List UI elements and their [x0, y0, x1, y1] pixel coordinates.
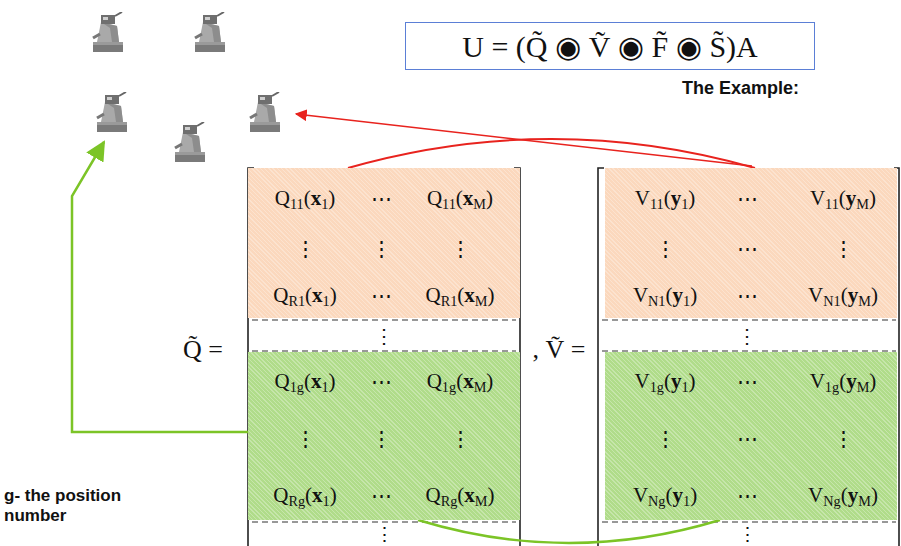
- matrix-entry: ⋯: [371, 285, 392, 308]
- matrix-entry: V1g(yM): [810, 370, 877, 396]
- matrix-entry: ⋯: [737, 428, 758, 451]
- note-text: g- the position number: [4, 486, 134, 525]
- ellipsis: ⋮: [375, 524, 394, 546]
- matrix-block: Q11(x1) ⋯ Q11(xM) ⋮ ⋮ ⋮ QR1(x1) ⋯ QR1(xM): [248, 168, 520, 318]
- matrix-entry: ⋯: [371, 371, 392, 394]
- link-curve: [418, 520, 720, 543]
- matrix-entry: ⋯: [737, 485, 758, 508]
- matrix-entry: ⋯: [371, 188, 392, 211]
- matrix-entry: ⋮: [371, 238, 392, 261]
- ellipsis: ⋮: [738, 524, 757, 546]
- matrix-entry: ⋮: [295, 238, 316, 261]
- matrix-bracket: [248, 168, 899, 546]
- matrix-entry: ⋯: [371, 485, 392, 508]
- matrix-name: , Ṽ =: [533, 335, 586, 365]
- matrix-entry: VN1(yM): [808, 284, 878, 310]
- matrix-name: Q̃ =: [183, 335, 223, 365]
- matrix-entry: ⋮: [450, 238, 471, 261]
- matrix-entry: ⋮: [295, 428, 316, 451]
- matrix-entry: ⋮: [833, 238, 854, 261]
- matrix-entry: QRg(xM): [425, 484, 494, 510]
- matrix-entry: V1g(y1): [634, 370, 695, 396]
- pointer-arrow: [72, 142, 248, 432]
- matrix-entry: ⋮: [371, 428, 392, 451]
- matrix-block: V11(y1) ⋯ V11(yM) ⋮ ⋯ ⋮ VN1(y1) ⋯ VN1(yM): [605, 168, 897, 318]
- link-curve: [348, 139, 755, 168]
- matrix-entry: Q11(xM): [427, 187, 493, 213]
- matrix-entry: QR1(x1): [273, 284, 336, 310]
- ellipsis: ⋮: [374, 325, 394, 348]
- matrix-entry: Q11(x1): [275, 187, 336, 213]
- formula-text: U = (Q̃ ◉ Ṽ ◉ F̃ ◉ S̃)A: [462, 29, 757, 64]
- matrix-entry: ⋮: [655, 428, 676, 451]
- matrix-entry: ⋮: [655, 238, 676, 261]
- robot-icon: [195, 12, 225, 52]
- matrix-entry: ⋮: [450, 428, 471, 451]
- matrix-entry: VN1(y1): [633, 284, 697, 310]
- robot-icon: [250, 92, 280, 132]
- ellipsis: ⋮: [737, 325, 757, 348]
- robot-icon: [97, 92, 127, 132]
- matrix-entry: ⋮: [833, 428, 854, 451]
- robot-icon: [93, 12, 123, 52]
- matrix-entry: QRg(x1): [273, 484, 336, 510]
- matrix-entry: VNg(y1): [633, 484, 697, 510]
- matrix-entry: Q1g(x1): [274, 370, 335, 396]
- matrix-entry: V11(y1): [635, 187, 696, 213]
- matrix-entry: Q1g(xM): [427, 370, 494, 396]
- matrix-entry: VNg(yM): [808, 484, 878, 510]
- matrix-entry: V11(yM): [810, 187, 876, 213]
- matrix-entry: QR1(xM): [425, 284, 494, 310]
- matrix-entry: ⋯: [737, 371, 758, 394]
- matrix-entry: ⋯: [737, 285, 758, 308]
- matrix-block: V1g(y1) ⋯ V1g(yM) ⋮ ⋯ ⋮ VNg(y1) ⋯ VNg(yM): [605, 352, 897, 520]
- robot-icon: [175, 122, 205, 162]
- example-heading: The Example:: [682, 78, 799, 99]
- matrix-entry: ⋯: [737, 188, 758, 211]
- matrix-block: Q1g(x1) ⋯ Q1g(xM) ⋮ ⋮ ⋮ QRg(x1) ⋯ QRg(xM): [248, 352, 520, 520]
- matrix-entry: ⋯: [737, 238, 758, 261]
- formula-box: U = (Q̃ ◉ Ṽ ◉ F̃ ◉ S̃)A: [405, 22, 815, 70]
